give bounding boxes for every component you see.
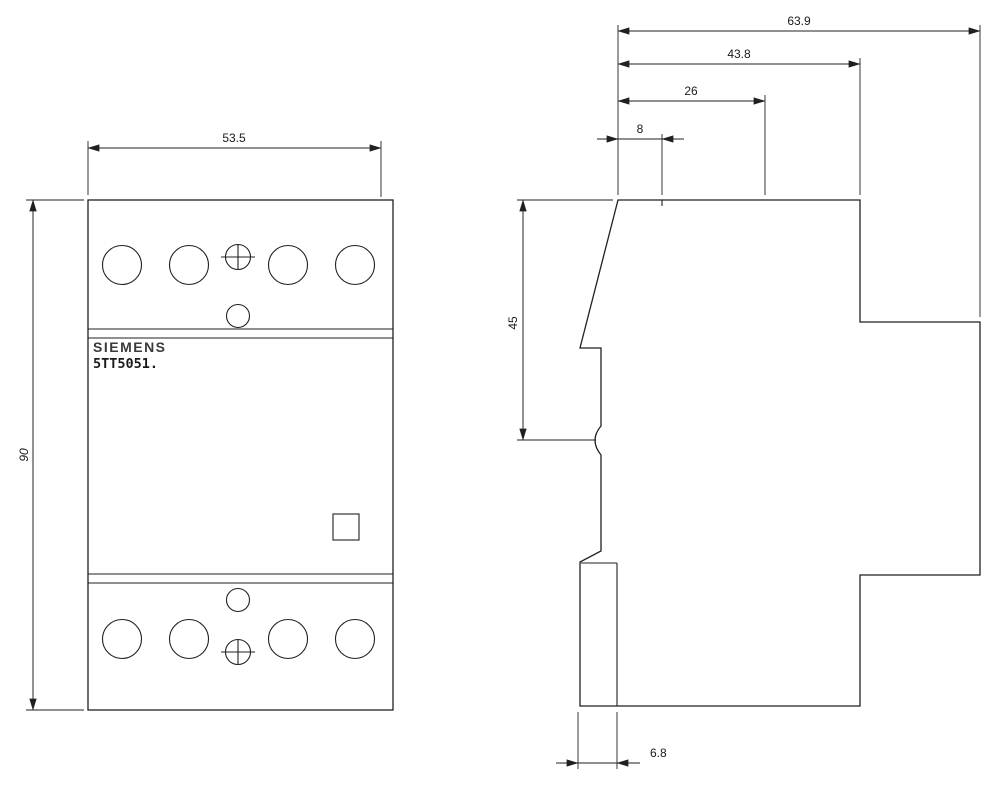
indicator-circle — [225, 303, 251, 329]
front-view: SIEMENS 5TT5051. 53.5 — [17, 131, 394, 711]
dim-label-width: 53.5 — [222, 131, 246, 145]
dim-side-45: 45 — [506, 199, 613, 441]
terminal-circle — [168, 244, 210, 286]
indicator-circle — [225, 587, 251, 613]
status-window-square — [332, 513, 360, 541]
front-body-outline — [87, 199, 394, 711]
dim-label-upper-depth: 43.8 — [727, 47, 751, 61]
dim-side-8: 8 — [597, 122, 684, 195]
brand-text: SIEMENS — [93, 339, 167, 355]
screw-icon — [221, 243, 255, 271]
dim-side-total-depth: 63.9 — [617, 14, 981, 317]
screw-icon — [221, 638, 255, 666]
terminal-circle — [334, 244, 376, 286]
dim-label-8: 8 — [637, 122, 644, 136]
dim-side-26: 26 — [617, 84, 766, 195]
terminal-circle — [101, 618, 143, 660]
terminal-circle — [168, 618, 210, 660]
terminal-circle — [267, 244, 309, 286]
dim-label-6-8: 6.8 — [650, 746, 667, 760]
dim-side-6-8: 6.8 — [556, 712, 667, 769]
terminal-circle — [267, 618, 309, 660]
dim-label-26: 26 — [684, 84, 698, 98]
dim-front-height: 90 — [17, 199, 84, 711]
terminal-circle — [101, 244, 143, 286]
dim-label-total-depth: 63.9 — [787, 14, 811, 28]
model-text: 5TT5051. — [93, 356, 158, 372]
dim-front-width: 53.5 — [87, 131, 382, 197]
terminal-circle — [334, 618, 376, 660]
dim-side-upper-depth: 43.8 — [617, 47, 861, 195]
side-view: 63.9 43.8 26 8 — [506, 14, 981, 769]
dim-label-height: 90 — [17, 448, 31, 462]
dim-label-45: 45 — [506, 316, 520, 330]
side-body-outline — [579, 199, 981, 707]
